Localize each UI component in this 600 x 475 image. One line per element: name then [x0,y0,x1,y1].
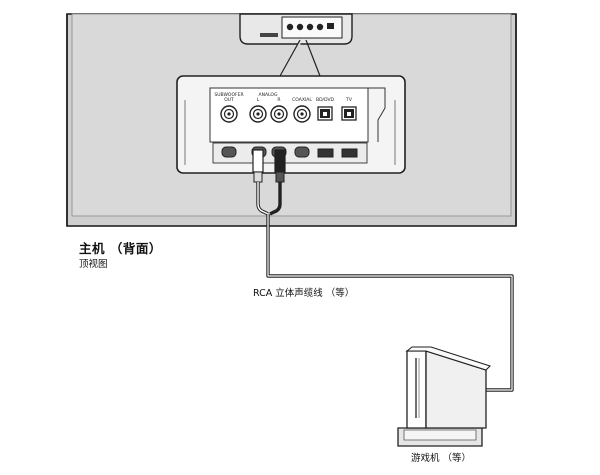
tv-label: TV [345,97,353,103]
terminal-recess [239,13,353,45]
analog-label: ANALOG [259,92,278,98]
rear-panel-zoom: SUBWOOFER OUT ANALOG L R COAXIAL BD/DVD … [176,75,406,174]
analog-l-label: L [257,97,260,103]
main-unit [66,13,517,227]
optical-tv-jack [341,106,357,121]
analog-l-jack [249,105,267,123]
cable-label: RCA 立体声缆线 （等） [253,288,355,299]
coaxial-label: COAXIAL [292,97,312,103]
optical-bd-dvd-jack [317,106,333,121]
subwoofer-label: SUBWOOFER [214,92,243,98]
main-unit-view-label: 顶视图 [79,259,108,270]
subwoofer-jack [220,105,238,123]
console-label: 游戏机 （等） [411,453,472,464]
main-unit-title: 主机 （背面） [79,241,162,256]
coaxial-jack [293,105,311,123]
out-label: OUT [224,97,234,103]
callout-pointer [279,39,321,77]
analog-r-jack [270,105,288,123]
rca-cable [252,149,514,392]
game-console [397,346,492,447]
analog-r-label: R [277,97,280,103]
bd-dvd-label: BD/DVD [316,97,335,103]
